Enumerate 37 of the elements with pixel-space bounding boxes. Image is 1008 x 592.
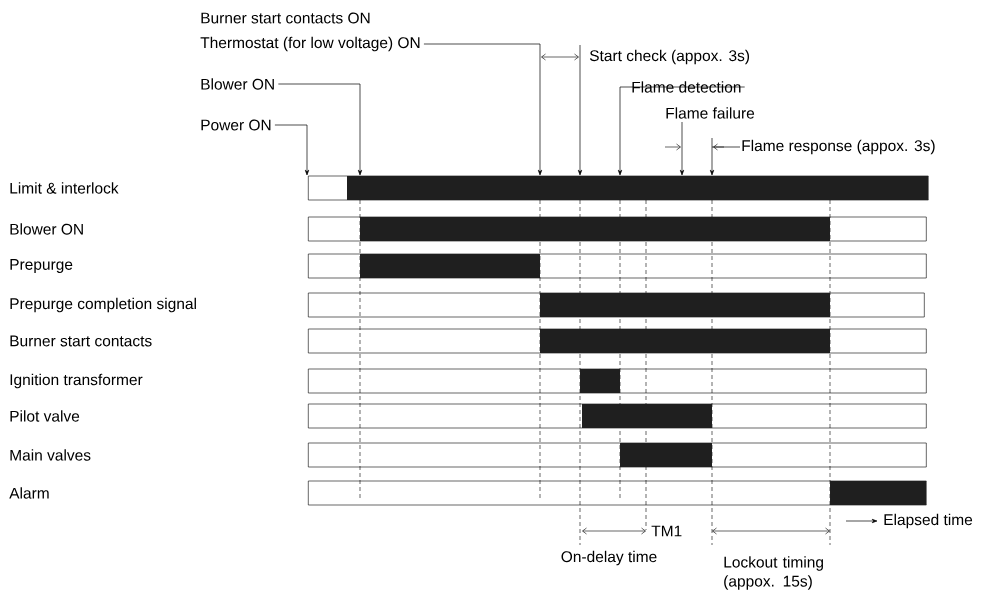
timing-bar [308, 216, 927, 242]
event-label: Thermostat (for low voltage) ON [200, 36, 420, 52]
event-label: Start check (appox. 3s) [589, 49, 750, 65]
timing-bar [308, 403, 927, 429]
timing-bar [308, 480, 927, 506]
arrow [274, 124, 310, 176]
event-label: Flame failure [666, 107, 755, 119]
signal-label: Pilot valve [10, 410, 80, 422]
timing-bar [308, 442, 927, 468]
annotation-label: Elapsed time [884, 513, 973, 529]
timing-bar [308, 368, 927, 394]
event-label: Burner start contacts ON [201, 12, 370, 24]
signal-label: Prepurge completion signal [10, 297, 196, 313]
event-label: Flame response (appox. 3s) [742, 139, 935, 155]
timing-bar [308, 253, 927, 279]
signal-label: Limit & interlock [10, 182, 119, 194]
arrow [709, 137, 741, 176]
timing-bar [308, 175, 929, 201]
timing-bar [308, 328, 927, 354]
arrow [423, 43, 543, 176]
arrow [278, 83, 363, 176]
signal-label: Main valves [10, 449, 91, 461]
annotation-label: On-delay time [561, 550, 657, 566]
event-label: Blower ON [201, 78, 274, 90]
arrow [577, 44, 583, 176]
signal-label: Alarm [9, 487, 49, 499]
arrow [617, 86, 746, 176]
annotation-label: TM1 [651, 525, 682, 537]
signal-label: Burner start contacts [10, 335, 152, 347]
annotation-label: Lockout timing (appox. 15s) [724, 556, 823, 590]
signal-label: Ignition transformer [10, 373, 143, 389]
timing-bar [308, 292, 925, 318]
signal-label: Blower ON [10, 223, 83, 235]
event-label: Power ON [201, 119, 271, 131]
event-label: Flame detection [632, 81, 741, 93]
signal-label: Prepurge [10, 259, 73, 273]
arrow [679, 121, 685, 176]
